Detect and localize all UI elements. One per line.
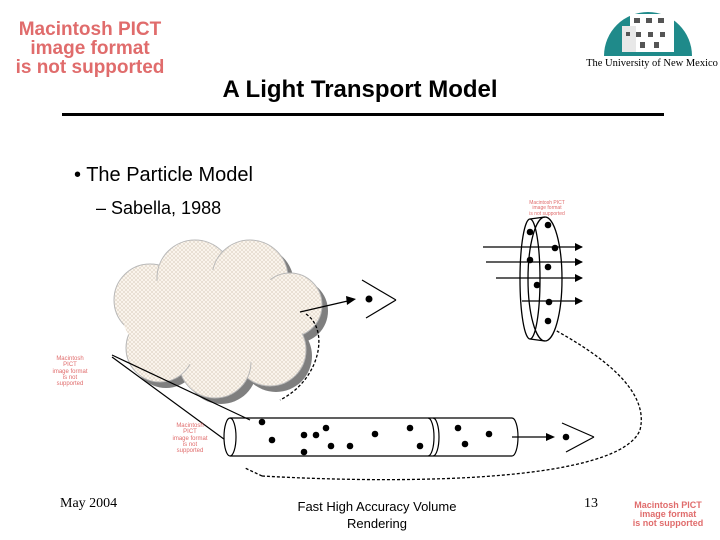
placeholder-line-3: is not supported	[529, 210, 565, 217]
eye-pupil-upper	[365, 295, 373, 303]
footer-title: Fast High Accuracy Volume Rendering	[262, 498, 492, 532]
footer-title-line-2: Rendering	[347, 516, 407, 531]
unm-logo-icon	[604, 12, 692, 56]
particle-disk	[519, 216, 563, 342]
eye-pupil-lower	[562, 433, 570, 441]
ray-to-eye	[299, 299, 353, 313]
disk-ray-arrowheads	[575, 243, 583, 305]
placeholder-line-3: is not supported	[56, 374, 84, 388]
placeholder-line-1: Macintosh PICT	[529, 200, 565, 206]
tube-particles	[258, 418, 493, 456]
eye-icon-upper	[361, 279, 397, 319]
placeholder-line-3: is not supported	[632, 518, 704, 528]
placeholder-line-1: Macintosh PICT	[176, 423, 204, 436]
dashed-link-tube-disk	[261, 329, 642, 481]
sub-bullet-reference: – Sabella, 1988	[96, 198, 222, 218]
ray-arrowhead	[346, 296, 356, 305]
placeholder-line-3: is not supported	[15, 57, 165, 78]
unsupported-image-placeholder-top: Macintosh PICT image format is not suppo…	[0, 20, 180, 77]
unsupported-image-placeholder-disk: Macintosh PICT image format is not suppo…	[527, 200, 567, 217]
particle-cloud-core	[123, 270, 307, 366]
placeholder-line-2: image format	[172, 435, 208, 442]
bullet-particle-model: • The Particle Model	[74, 164, 253, 186]
placeholder-line-2: image format	[52, 368, 88, 375]
placeholder-line-2: image format	[639, 509, 697, 519]
placeholder-line-1: Macintosh PICT	[18, 19, 162, 40]
eye-icon-lower	[561, 422, 595, 453]
slide-title: A Light Transport Model	[222, 76, 498, 103]
ray-to-tube	[111, 354, 251, 421]
particle-tube	[223, 417, 519, 457]
footer-date: May 2004	[60, 496, 118, 511]
placeholder-line-1: Macintosh PICT	[634, 500, 702, 510]
placeholder-line-2: image format	[30, 38, 150, 59]
unsupported-image-placeholder-left: Macintosh PICT image format is not suppo…	[50, 356, 90, 387]
page-number: 13	[584, 496, 598, 511]
unsupported-image-placeholder-bottom: Macintosh PICT image format is not suppo…	[622, 501, 714, 528]
placeholder-line-3: is not supported	[176, 441, 204, 455]
institution-name: The University of New Mexico	[586, 58, 718, 69]
placeholder-line-1: Macintosh PICT	[56, 356, 84, 369]
ray-to-tube-lower	[111, 356, 233, 446]
dashed-link-cloud-tube	[279, 313, 320, 401]
disk-particles	[526, 221, 559, 325]
tube-exit-arrowhead	[546, 433, 555, 441]
unsupported-image-placeholder-tube: Macintosh PICT image format is not suppo…	[170, 423, 210, 454]
placeholder-line-2: image format	[532, 205, 562, 212]
footer-title-line-1: Fast High Accuracy Volume	[297, 499, 457, 514]
title-underline	[62, 113, 664, 116]
